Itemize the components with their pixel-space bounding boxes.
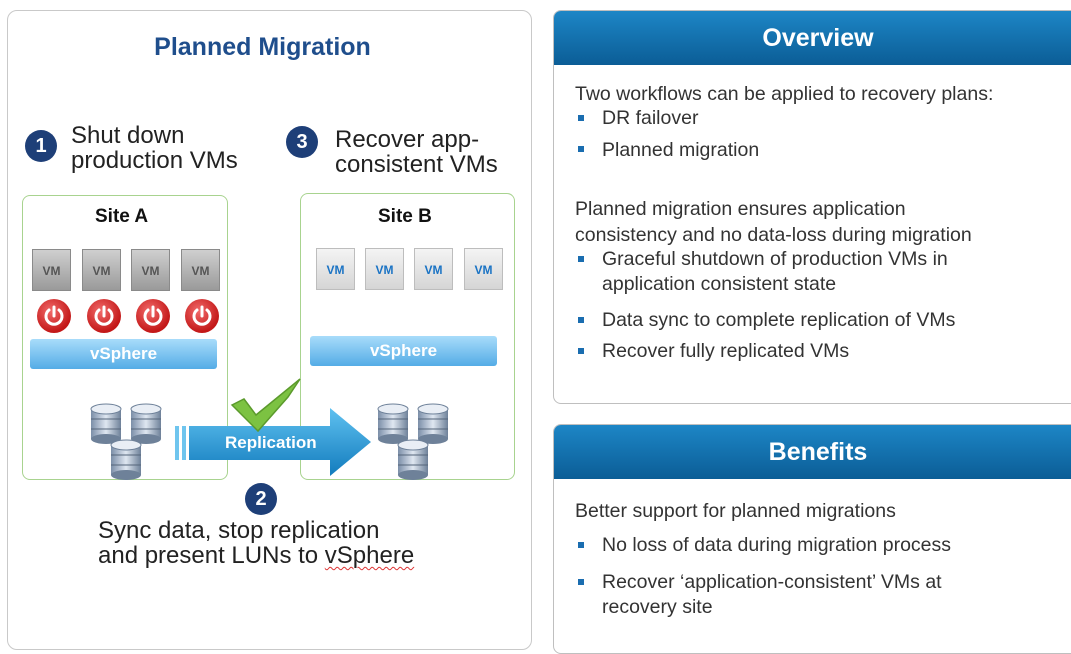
bullet-marker: [578, 348, 584, 354]
step-1-badge: 1: [25, 130, 57, 162]
diagram-title: Planned Migration: [154, 33, 371, 61]
replication-label: Replication: [225, 433, 317, 452]
power-icon: [185, 299, 219, 333]
arrow-right-icon: [175, 408, 371, 476]
overview-point-2: Data sync to complete replication of VMs: [602, 309, 956, 331]
benefits-point-2-line-1: Recover ‘application-consistent’ VMs at: [602, 571, 942, 593]
bullet-marker: [578, 317, 584, 323]
site-a-title: Site A: [95, 206, 149, 227]
benefits-point-2-line-2: recovery site: [602, 596, 713, 618]
overview-point-1-line-1: Graceful shutdown of production VMs in: [602, 248, 948, 270]
checkmark-icon: [230, 378, 301, 433]
step-3-badge: 3: [286, 126, 318, 158]
power-icon: [87, 299, 121, 333]
overview-point-1: Graceful shutdown of production VMs in a…: [602, 247, 948, 297]
site-a-vm-1: VM: [32, 249, 71, 291]
step-2-label: Sync data, stop replication and present …: [98, 518, 414, 568]
overview-point-3: Recover fully replicated VMs: [602, 340, 850, 362]
bullet-marker: [578, 115, 584, 121]
site-b-vm-2: VM: [365, 248, 404, 290]
step-3-label: Recover app- consistent VMs: [335, 127, 498, 177]
step-3-line-2: consistent VMs: [335, 151, 498, 178]
step-1-line-1: Shut down: [71, 122, 185, 149]
site-b-vm-3: VM: [414, 248, 453, 290]
storage-icon: [90, 403, 162, 480]
benefits-intro: Better support for planned migrations: [575, 500, 896, 522]
power-icon: [37, 299, 71, 333]
site-a-vm-3: VM: [131, 249, 170, 291]
benefits-panel: Benefits Better support for planned migr…: [553, 424, 1071, 654]
step-2-line-1: Sync data, stop replication: [98, 517, 380, 544]
power-icon: [136, 299, 170, 333]
step-2-line-2-text: and present LUNs to: [98, 542, 325, 569]
site-a-vm-4: VM: [181, 249, 220, 291]
benefits-header: Benefits: [554, 425, 1071, 479]
overview-paragraph-line-2: consistency and no data-loss during migr…: [575, 224, 972, 246]
overview-panel: Overview Two workflows can be applied to…: [553, 10, 1071, 404]
site-a-vsphere-bar: vSphere: [30, 339, 217, 369]
overview-point-1-line-2: application consistent state: [602, 273, 837, 295]
bullet-marker: [578, 579, 584, 585]
benefits-point-1: No loss of data during migration process: [602, 534, 952, 556]
overview-workflow-2: Planned migration: [602, 139, 760, 161]
overview-header: Overview: [554, 11, 1071, 65]
bullet-marker: [578, 256, 584, 262]
step-1-line-2: production VMs: [71, 147, 238, 174]
overview-paragraph-line-1: Planned migration ensures application: [575, 198, 906, 220]
step-2-vsphere-word: vSphere: [324, 542, 415, 569]
step-2-badge: 2: [245, 483, 277, 515]
site-b-vm-4: VM: [464, 248, 503, 290]
site-b-vsphere-bar: vSphere: [310, 336, 497, 366]
step-2-line-2: and present LUNs to vSphere: [98, 543, 414, 568]
benefits-point-2: Recover ‘application-consistent’ VMs at …: [602, 570, 942, 620]
site-a-vm-2: VM: [82, 249, 121, 291]
bullet-marker: [578, 542, 584, 548]
overview-workflow-1: DR failover: [602, 107, 699, 129]
site-b-title: Site B: [378, 206, 432, 227]
overview-intro: Two workflows can be applied to recovery…: [575, 83, 994, 105]
bullet-marker: [578, 146, 584, 152]
site-b-vm-1: VM: [316, 248, 355, 290]
storage-icon: [377, 403, 449, 480]
step-1-label: Shut down production VMs: [71, 123, 238, 173]
step-3-line-1: Recover app-: [335, 126, 480, 153]
